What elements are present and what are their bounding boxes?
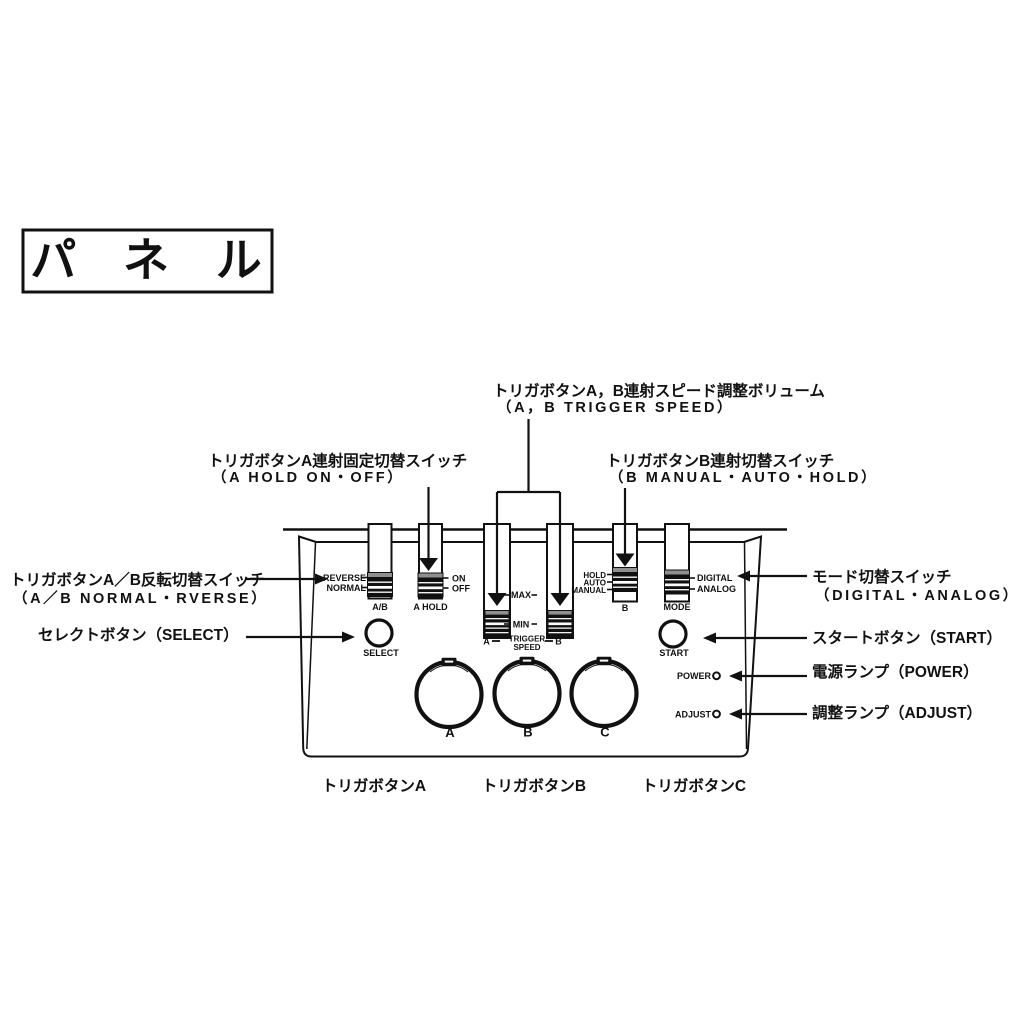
callout-a-hold-en: （A HOLD ON・OFF） <box>212 468 404 486</box>
callout-trigger-button-a: トリガボタンA <box>322 777 426 795</box>
callout-trigger-button-c: トリガボタンC <box>642 777 746 795</box>
callout-ab-reverse: トリガボタンA／B反転切替スイッチ （A／B NORMAL・RVERSE） <box>10 570 268 607</box>
callout-trigger-speed-jp: トリガボタンA，B連射スピード調整ボリューム <box>493 381 825 400</box>
label-adjust: ADJUST <box>675 710 712 720</box>
label-analog: ANALOG <box>697 584 736 594</box>
callout-a-hold: トリガボタンA連射固定切替スイッチ （A HOLD ON・OFF） <box>208 451 467 486</box>
label-on: ON <box>452 574 466 584</box>
device-face-outline <box>297 535 763 758</box>
label-speed-b: B <box>555 637 562 647</box>
power-lamp-icon <box>712 671 721 681</box>
label-a-hold: A HOLD <box>413 602 448 612</box>
callout-mode-en: （DIGITAL・ANALOG） <box>815 586 1020 604</box>
slider-knob-speed-b <box>547 610 573 637</box>
callout-trigger-speed: トリガボタンA，B連射スピード調整ボリューム （A，B TRIGGER SPEE… <box>493 381 825 416</box>
label-button-c: C <box>600 725 610 740</box>
callout-mode: モード切替スイッチ （DIGITAL・ANALOG） <box>812 567 1020 604</box>
callout-trigger-speed-en: （A，B TRIGGER SPEED） <box>497 398 734 416</box>
title-box: パ ネ ル <box>21 228 274 294</box>
callout-a-hold-jp: トリガボタンA連射固定切替スイッチ <box>208 451 467 470</box>
arrow-trigger-speed <box>487 419 570 606</box>
callout-mode-jp: モード切替スイッチ <box>812 567 952 586</box>
slider-knob-ab <box>367 572 393 597</box>
trigger-button-a-notch-slit <box>444 660 454 663</box>
label-hold: HOLD <box>583 571 606 580</box>
trigger-button-a-ring <box>414 659 484 730</box>
trigger-button-b-ring <box>492 658 562 729</box>
label-button-a: A <box>445 725 455 740</box>
label-b: B <box>622 603 629 613</box>
label-reverse: REVERSE <box>323 573 366 583</box>
page-title: パ ネ ル <box>30 234 264 286</box>
label-manual: MANUAL <box>571 586 606 595</box>
label-min: MIN <box>513 620 530 630</box>
label-normal: NORMAL <box>327 583 367 593</box>
slider-knob-b <box>612 567 638 592</box>
trigger-button-c: C <box>569 656 639 740</box>
select-button <box>364 618 394 648</box>
arrow-adjust <box>729 708 807 720</box>
slider-knob-a-hold <box>417 572 444 598</box>
start-button <box>658 619 688 649</box>
callout-b-switch-en: （B MANUAL・AUTO・HOLD） <box>609 468 878 486</box>
callout-adjust: 調整ランプ（ADJUST） <box>812 703 982 722</box>
label-button-b: B <box>523 725 532 740</box>
arrow-select <box>246 631 355 643</box>
arrow-b-switch <box>615 488 635 567</box>
trigger-button-b: B <box>492 656 562 740</box>
label-ab: A/B <box>372 602 388 612</box>
trigger-button-b-notch-slit <box>522 659 532 662</box>
callout-select: セレクトボタン（SELECT） <box>38 626 239 644</box>
label-start: START <box>659 648 689 658</box>
arrow-start <box>703 632 807 644</box>
label-select: SELECT <box>363 648 399 658</box>
trigger-button-c-notch-slit <box>599 659 609 662</box>
callout-b-switch: トリガボタンB連射切替スイッチ （B MANUAL・AUTO・HOLD） <box>606 451 878 486</box>
adjust-lamp-icon <box>712 709 721 719</box>
callout-ab-reverse-en: （A／B NORMAL・RVERSE） <box>13 589 268 607</box>
label-speed: SPEED <box>513 643 540 652</box>
title-border <box>21 228 274 294</box>
callout-trigger-button-b: トリガボタンB <box>482 777 586 795</box>
arrow-ab-reverse <box>246 573 328 585</box>
label-speed-a: A <box>483 637 490 647</box>
label-mode: MODE <box>664 602 691 612</box>
label-power: POWER <box>677 671 712 681</box>
callout-start: スタートボタン（START） <box>812 629 1002 647</box>
arrow-a-hold <box>419 487 438 571</box>
callout-ab-reverse-jp: トリガボタンA／B反転切替スイッチ <box>10 570 265 589</box>
label-off: OFF <box>452 584 470 594</box>
arrow-power <box>729 670 807 682</box>
trigger-button-a: A <box>414 657 484 740</box>
label-digital: DIGITAL <box>697 573 733 583</box>
arrow-mode <box>737 570 807 582</box>
callout-power: 電源ランプ（POWER） <box>812 662 979 681</box>
label-trigger: TRIGGER <box>509 635 546 644</box>
callout-b-switch-jp: トリガボタンB連射切替スイッチ <box>606 451 834 470</box>
slider-knob-mode <box>664 569 690 595</box>
label-max: MAX <box>511 590 531 600</box>
trigger-button-c-ring <box>569 658 639 729</box>
device-left-bevel <box>306 542 317 750</box>
label-auto: AUTO <box>583 579 606 588</box>
